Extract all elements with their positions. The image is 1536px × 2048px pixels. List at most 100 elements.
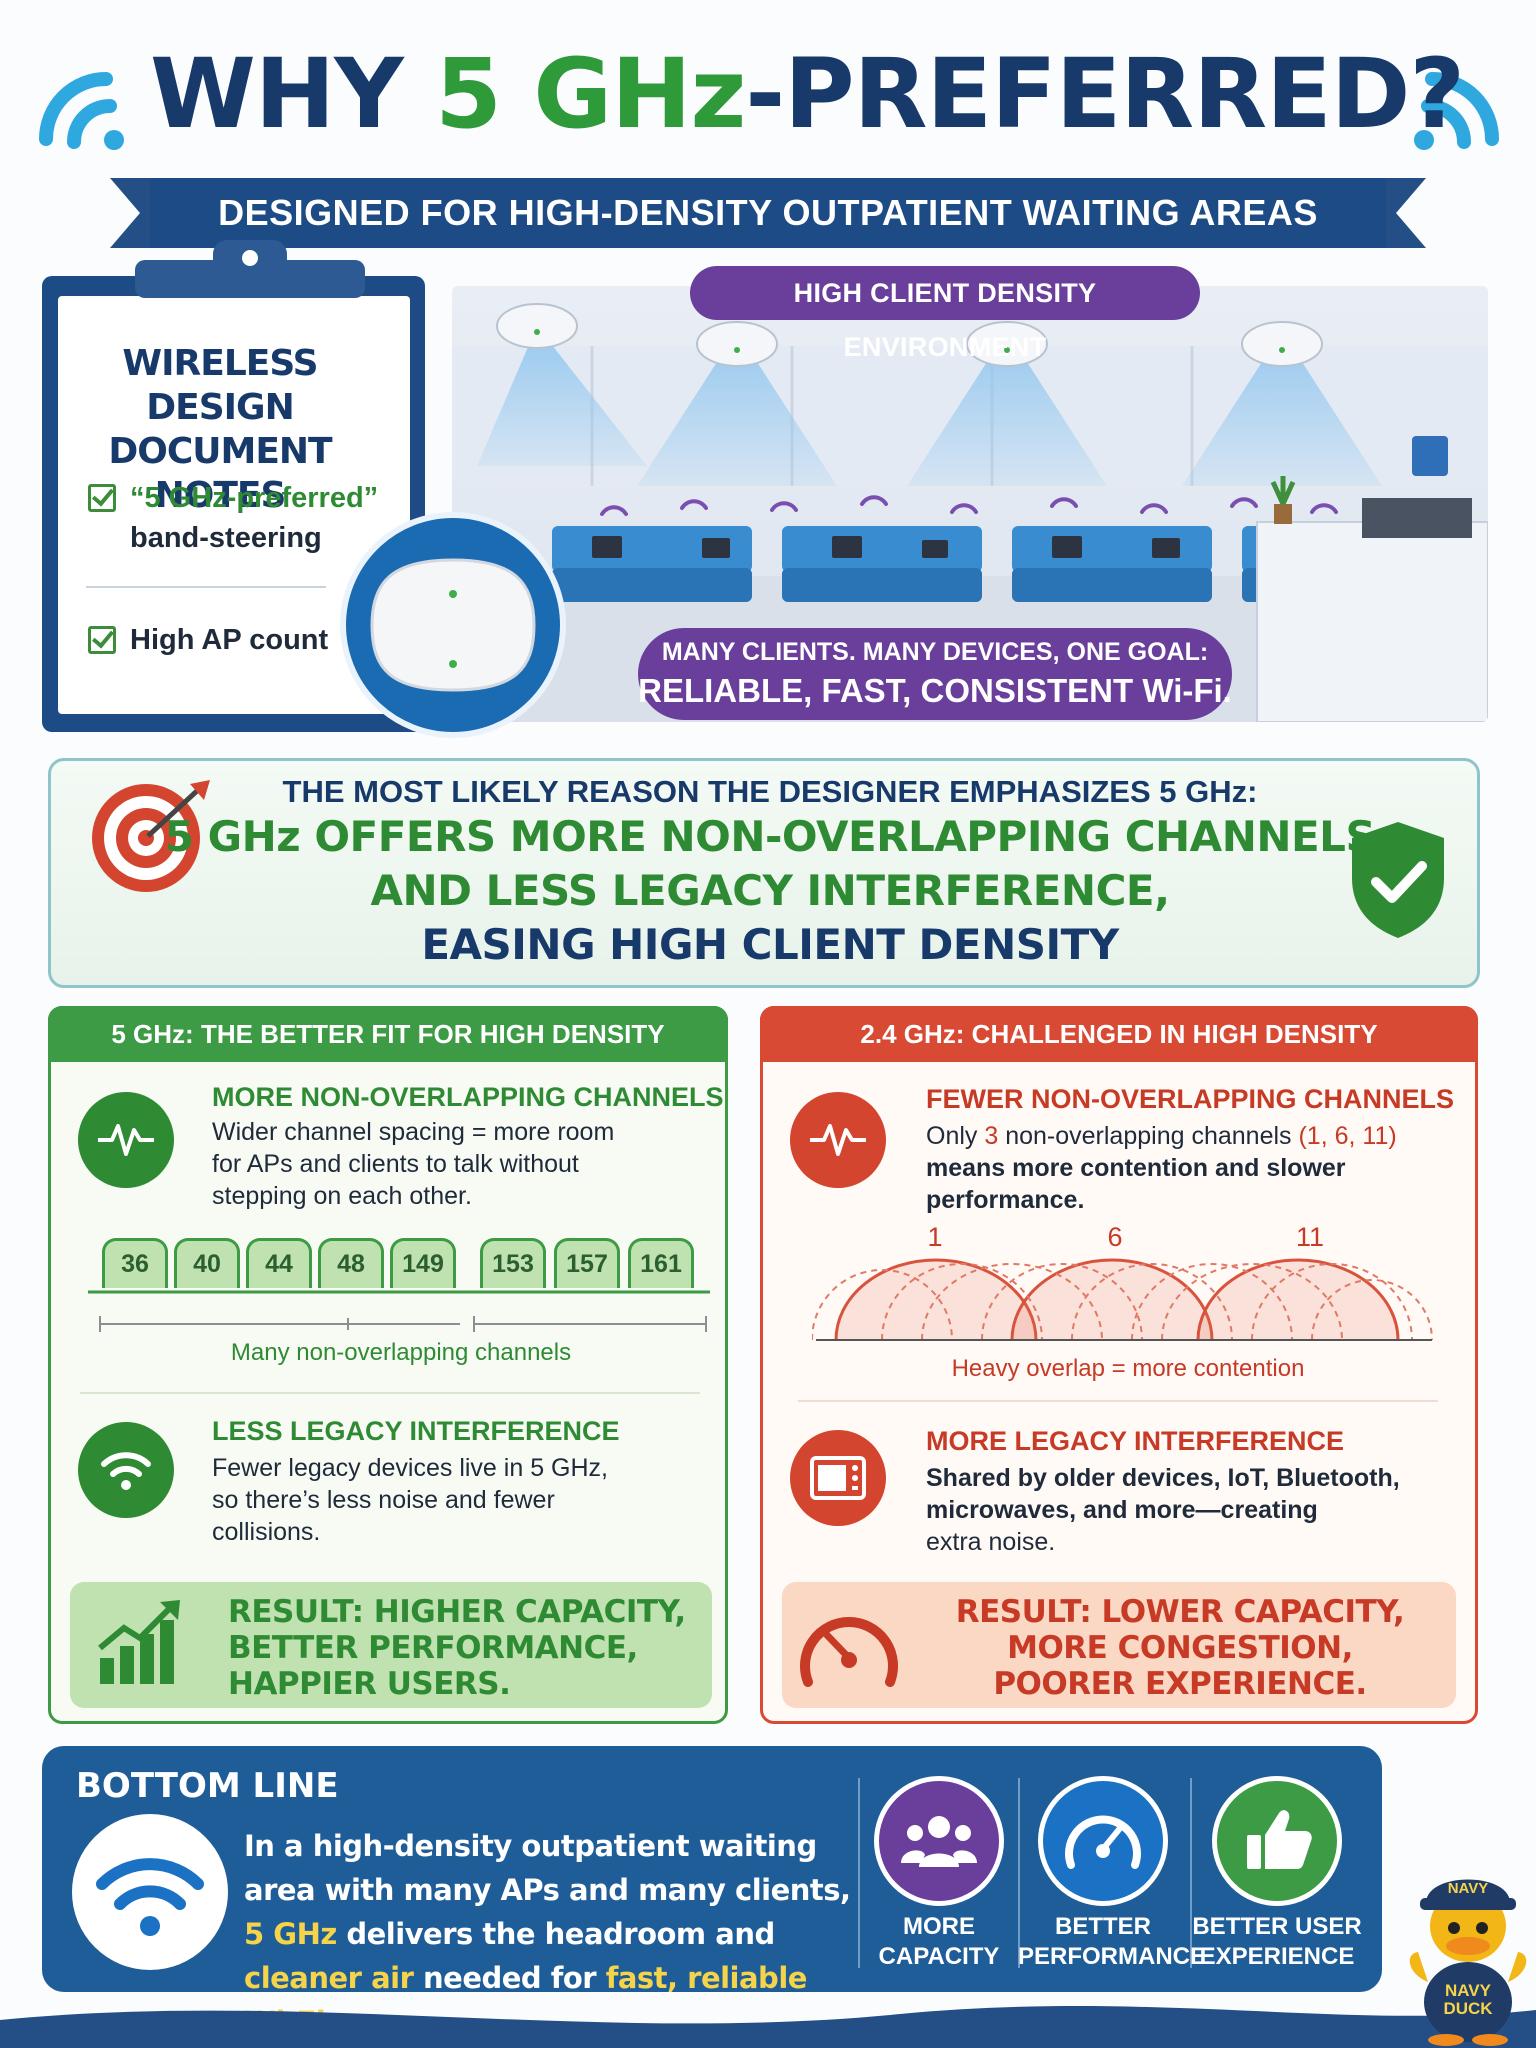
reason-line2: AND LESS LEGACY INTERFERENCE,	[370, 866, 1170, 915]
scene-message-line1: MANY CLIENTS. MANY DEVICES, ONE GOAL:	[661, 638, 1209, 666]
channel-label: 48	[337, 1250, 365, 1278]
channel-block: 153	[480, 1238, 546, 1288]
growth-chart-icon	[98, 1600, 180, 1684]
channel-block: 149	[390, 1238, 456, 1288]
scene-message-badge	[638, 628, 1232, 720]
sec-5ghz-channels-title: MORE NON-OVERLAPPING CHANNELS	[212, 1082, 724, 1112]
panel-24ghz-header: 2.4 GHz: CHALLENGED IN HIGH DENSITY	[760, 1006, 1478, 1062]
sec-5ghz-channels-line3: stepping on each other.	[212, 1182, 472, 1210]
title-part1: WHY	[150, 38, 436, 150]
microwave-icon	[790, 1430, 886, 1526]
divider	[1190, 1778, 1192, 1968]
sec-24ghz-channels-line3: performance.	[926, 1186, 1085, 1214]
channel-label-6: 6	[1107, 1222, 1123, 1252]
scene-label: HIGH CLIENT DENSITY ENVIRONMENT	[690, 266, 1200, 362]
divider	[80, 1392, 700, 1394]
divider	[858, 1778, 860, 1968]
channel-label-1: 1	[927, 1222, 943, 1252]
sec-24ghz-legacy-line1: Shared by older devices, IoT, Bluetooth,	[926, 1464, 1400, 1492]
channels-caption: Many non-overlapping channels	[230, 1339, 572, 1366]
benefit-experience-line1: BETTER USER	[1192, 1913, 1362, 1940]
result-24ghz-line3: POORER EXPERIENCE.	[993, 1666, 1367, 1702]
footer-wave	[0, 2006, 1536, 2048]
sec-5ghz-legacy-line1: Fewer legacy devices live in 5 GHz,	[212, 1454, 608, 1482]
note-band-steering-rest: band-steering	[130, 522, 322, 554]
page-title: WHY 5 GHz-PREFERRED?	[150, 34, 1465, 154]
reason-box	[48, 758, 1480, 988]
reason-line3: EASING HIGH CLIENT DENSITY	[421, 920, 1119, 969]
sec-5ghz-legacy-line3: collisions.	[212, 1518, 321, 1546]
subtitle: DESIGNED FOR HIGH-DENSITY OUTPATIENT WAI…	[218, 192, 1318, 233]
title-part2: -PREFERRED?	[745, 38, 1465, 150]
channel-label: 36	[121, 1250, 149, 1278]
waiting-room-illustration	[452, 286, 1488, 722]
bottom-line-heading: BOTTOM LINE	[76, 1766, 339, 1806]
sec-5ghz-channels-line1: Wider channel spacing = more room	[212, 1118, 615, 1146]
text: delivers the headroom and	[336, 1917, 775, 1951]
speedometer-icon	[800, 1617, 898, 1687]
divider	[1018, 1778, 1020, 1968]
clipboard-clamp-icon	[135, 240, 365, 298]
channel-label: 161	[640, 1250, 682, 1278]
note-ap-count: High AP count	[130, 624, 329, 656]
sec-5ghz-legacy-title: LESS LEGACY INTERFERENCE	[212, 1416, 620, 1446]
mascot-body-line2: DUCK	[1443, 1999, 1493, 2018]
text: In a high-density outpatient waiting are…	[244, 1829, 851, 1907]
mascot-body-line1: NAVY	[1445, 1981, 1491, 2000]
sec-5ghz-channels-line2: for APs and clients to talk without	[212, 1150, 579, 1178]
speedometer-icon	[1038, 1776, 1168, 1906]
result-24ghz-line2: MORE CONGESTION,	[1007, 1630, 1353, 1666]
channel-block: 157	[554, 1238, 620, 1288]
subtitle-ribbon	[110, 178, 1426, 248]
wifi-icon	[1414, 72, 1499, 150]
wifi-icon	[39, 72, 124, 150]
overlap-caption: Heavy overlap = more contention	[951, 1355, 1305, 1382]
channel-label: 44	[265, 1250, 293, 1278]
highlight-5ghz: 5 GHz	[244, 1917, 337, 1951]
benefit-performance-line2: PERFORMANCE	[1018, 1943, 1207, 1970]
channel-block: 36	[102, 1238, 168, 1288]
target-icon	[92, 780, 210, 892]
channel-label: 153	[492, 1250, 534, 1278]
reason-line1: 5 GHz OFFERS MORE NON-OVERLAPPING CHANNE…	[164, 812, 1376, 861]
scene-message-line2: RELIABLE, FAST, CONSISTENT Wi-Fi.	[638, 672, 1232, 709]
thumbs-up-icon	[1212, 1776, 1342, 1906]
benefit-experience-line2: EXPERIENCE	[1199, 1943, 1355, 1970]
channel-block: 161	[628, 1238, 694, 1288]
signal-wave-icon	[790, 1092, 886, 1188]
shield-check-icon	[1352, 822, 1444, 938]
sec-24ghz-legacy-line3: extra noise.	[926, 1528, 1056, 1556]
channel-block: 44	[246, 1238, 312, 1288]
sec-5ghz-legacy-line2: so there’s less noise and fewer	[212, 1486, 555, 1514]
sec-24ghz-legacy-title: MORE LEGACY INTERFERENCE	[926, 1426, 1345, 1456]
highlight-cleaner-air: cleaner air	[244, 1961, 414, 1995]
clipboard-title: WIRELESS DESIGN DOCUMENT NOTES	[108, 343, 332, 516]
sec-24ghz-legacy-line2: microwaves, and more—creating	[926, 1496, 1318, 1524]
result-24ghz-line1: RESULT: LOWER CAPACITY,	[955, 1594, 1405, 1630]
wifi-icon	[78, 1422, 174, 1518]
benefit-performance-line1: BETTER	[1055, 1913, 1151, 1940]
mascot-cap-text: NAVY	[1447, 1880, 1489, 1897]
channel-block: 40	[174, 1238, 240, 1288]
result-5ghz-line1: RESULT: HIGHER CAPACITY,	[228, 1594, 686, 1630]
result-5ghz-line2: BETTER PERFORMANCE,	[228, 1630, 638, 1666]
channel-label: 157	[566, 1250, 608, 1278]
panel-5ghz-header: 5 GHz: THE BETTER FIT FOR HIGH DENSITY	[48, 1006, 728, 1062]
title-highlight: 5 GHz	[435, 38, 746, 150]
text: non-overlapping channels	[998, 1122, 1299, 1150]
overlap-diagram	[812, 1258, 1433, 1341]
checkbox-icon	[88, 484, 116, 512]
channel-label: 40	[193, 1250, 221, 1278]
result-24ghz-box	[782, 1582, 1456, 1708]
channel-label-11: 11	[1295, 1222, 1325, 1252]
text: Only	[926, 1122, 985, 1150]
signal-wave-icon	[78, 1092, 174, 1188]
access-point-icon	[340, 512, 566, 738]
channel-list: (1, 6, 11)	[1298, 1122, 1397, 1150]
channel-count: 3	[984, 1122, 999, 1150]
text: needed for	[413, 1961, 606, 1995]
sec-24ghz-channels-line2: means more contention and slower	[926, 1154, 1346, 1182]
sec-24ghz-channels-line1: Only 3 non-overlapping channels (1, 6, 1…	[926, 1120, 1397, 1152]
divider	[798, 1400, 1438, 1402]
wifi-icon	[72, 1814, 228, 1970]
